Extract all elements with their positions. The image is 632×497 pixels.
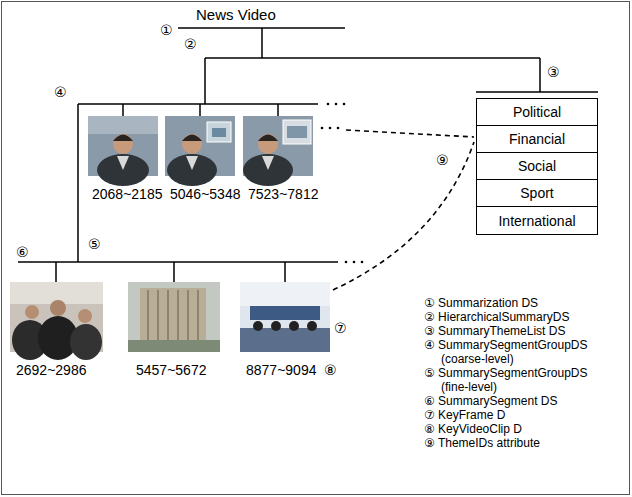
coarse-keyframe-1: [88, 116, 158, 186]
coarse-keyframe-3: [243, 116, 313, 186]
callout-number: ⑤: [88, 236, 101, 252]
theme-row: Sport: [477, 180, 597, 207]
theme-name: Sport: [520, 185, 553, 201]
callout-number: ⑧: [324, 362, 337, 378]
frame-range: 5046~5348: [170, 186, 240, 202]
fine-keyframe-2: [128, 282, 220, 352]
callout-number: ①: [160, 22, 173, 38]
frame-range: 7523~7812: [248, 186, 318, 202]
theme-list-box: PoliticalFinancialSocialSportInternation…: [476, 98, 598, 235]
callout-number: ③: [547, 64, 560, 80]
theme-leader-lines: [333, 130, 474, 290]
coarse-keyframe-2: [165, 116, 235, 186]
callout-number: ④: [54, 84, 67, 100]
tree-lines: [18, 28, 598, 282]
frame-range: 2692~2986: [16, 362, 86, 378]
legend-entry: ⑤ SummarySegmentGroupDS (fine-level): [424, 366, 604, 394]
legend-entry: ⑧ KeyVideoClip D: [424, 422, 604, 436]
legend-entry: ① Summarization DS: [424, 296, 604, 310]
legend-entry: ④ SummarySegmentGroupDS (coarse-level): [424, 338, 604, 366]
fine-keyframe-3: [240, 282, 330, 352]
callout-number: ②: [184, 36, 197, 52]
theme-name: International: [498, 213, 575, 229]
ellipsis-dots: [321, 103, 364, 264]
theme-row: Social: [477, 153, 597, 180]
theme-name: Financial: [509, 131, 565, 147]
frame-range: 5457~5672: [136, 362, 206, 378]
legend-entry: ⑦ KeyFrame D: [424, 408, 604, 422]
callout-number: ⑥: [16, 244, 29, 260]
theme-row: International: [477, 207, 597, 234]
frame-range: 8877~9094: [246, 362, 316, 378]
legend-entry: ② HierarchicalSummaryDS: [424, 310, 604, 324]
legend-entry: ⑥ SummarySegment DS: [424, 394, 604, 408]
theme-name: Political: [513, 104, 561, 120]
theme-row: Financial: [477, 126, 597, 153]
fine-keyframe-1: [10, 282, 103, 360]
callout-number: ⑨: [436, 152, 449, 168]
theme-name: Social: [518, 158, 556, 174]
legend-list: ① Summarization DS② HierarchicalSummaryD…: [424, 296, 604, 450]
root-title: News Video: [196, 6, 276, 23]
theme-row: Political: [477, 99, 597, 126]
legend-entry: ③ SummaryThemeList DS: [424, 324, 604, 338]
callout-number: ⑦: [334, 320, 347, 336]
frame-range: 2068~2185: [92, 186, 162, 202]
legend-entry: ⑨ ThemeIDs attribute: [424, 436, 604, 450]
